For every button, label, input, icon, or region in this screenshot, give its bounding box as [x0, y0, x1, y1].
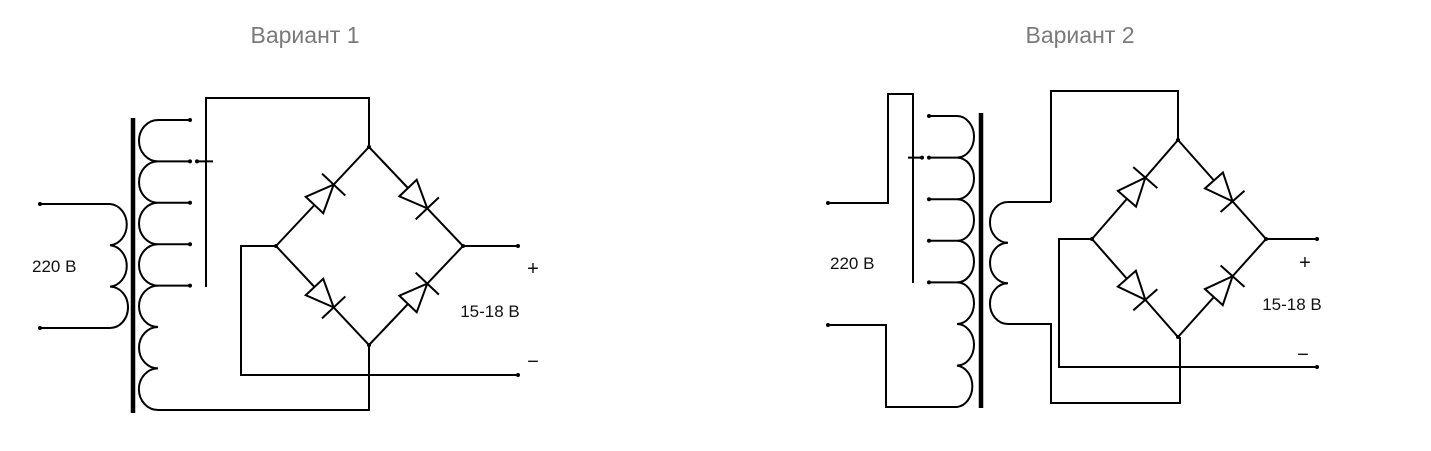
diode-bridge-2 — [1116, 166, 1246, 312]
diode-icon — [397, 178, 440, 221]
variant-1-diagram: Вариант 1 220 В + 15-18 В − — [32, 22, 539, 413]
terminal-dot — [38, 326, 42, 330]
diode-cathode-bar — [1219, 190, 1246, 213]
diode-icon — [303, 172, 347, 216]
tap-dots — [826, 114, 931, 327]
secondary-winding — [988, 90, 1181, 404]
tap-selector-wire[interactable] — [197, 97, 370, 287]
minus-label: − — [527, 351, 539, 373]
diode-triangle — [397, 281, 430, 314]
diode-icon — [1116, 269, 1159, 312]
diode-triangle — [1203, 274, 1235, 307]
diode-cathode-bar — [1132, 166, 1159, 189]
diode-bridge-1 — [303, 172, 440, 320]
variant-1-title: Вариант 1 — [251, 22, 360, 48]
input-voltage-label: 220 В — [32, 257, 76, 276]
output-wires — [1058, 238, 1317, 368]
diode-cathode-bar — [414, 271, 440, 296]
node-dots — [1090, 138, 1319, 369]
diode-triangle — [303, 182, 336, 216]
input-voltage-label: 220 В — [830, 254, 874, 273]
node-dots — [274, 145, 520, 377]
winding-taps — [158, 160, 190, 287]
plus-label: + — [1299, 252, 1311, 274]
diode-triangle — [1203, 170, 1235, 204]
output-voltage-label: 15-18 В — [1262, 295, 1322, 314]
diode-triangle — [1116, 175, 1147, 209]
plus-label: + — [527, 258, 539, 280]
winding-taps — [929, 156, 957, 284]
diode-icon — [303, 276, 347, 320]
diode-triangle — [397, 178, 430, 211]
diode-icon — [397, 271, 440, 314]
diode-cathode-bar — [1132, 288, 1159, 312]
variant-2-title: Вариант 2 — [1026, 22, 1135, 48]
bridge-edges — [274, 145, 465, 347]
minus-label: − — [1297, 344, 1309, 366]
diode-cathode-bar — [1219, 264, 1246, 288]
diode-cathode-bar — [321, 295, 347, 320]
secondary-winding — [137, 119, 370, 411]
terminal-dot — [38, 202, 42, 206]
primary-winding-tapped — [828, 115, 975, 408]
variant-2-diagram: Вариант 2 220 В + 15-18 В − — [826, 22, 1322, 408]
output-wires — [240, 245, 518, 376]
primary-winding — [40, 203, 129, 329]
tap-selector-wire[interactable] — [828, 93, 922, 283]
diode-icon — [1116, 166, 1159, 209]
diode-cathode-bar — [414, 196, 440, 221]
diode-cathode-bar — [321, 172, 347, 197]
bridge-edges — [1090, 138, 1268, 339]
diode-triangle — [303, 276, 336, 310]
diode-triangle — [1116, 269, 1147, 302]
diode-icon — [1203, 170, 1246, 213]
output-voltage-label: 15-18 В — [460, 302, 520, 321]
diode-icon — [1203, 264, 1246, 307]
tap-dots — [188, 118, 199, 288]
